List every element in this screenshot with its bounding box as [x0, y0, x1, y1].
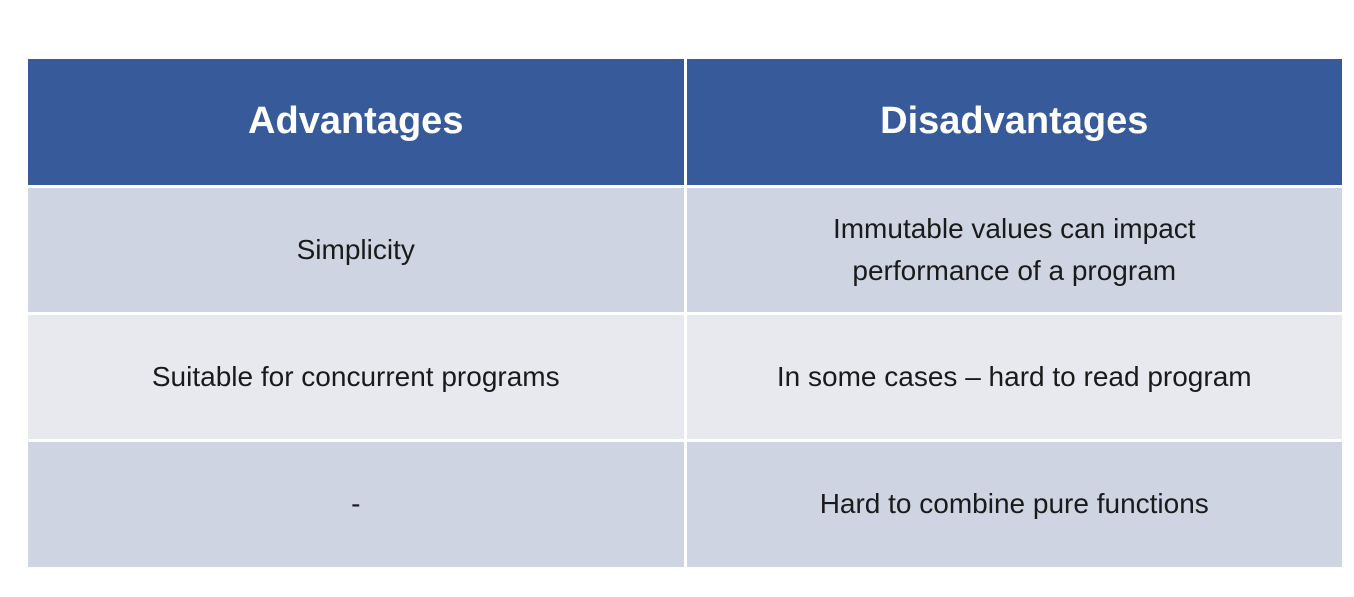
disadvantage-cell: In some cases – hard to read program [683, 311, 1342, 442]
advantage-cell: Suitable for concurrent programs [28, 311, 687, 442]
pros-cons-table: Advantages Disadvantages Simplicity Immu… [28, 59, 1342, 567]
disadvantages-header: Disadvantages [683, 59, 1342, 188]
advantages-header: Advantages [28, 59, 687, 188]
disadvantage-cell: Hard to combine pure functions [683, 438, 1342, 567]
table-header-row: Advantages Disadvantages [28, 59, 1342, 188]
disadvantage-cell: Immutable values can impact performance … [683, 184, 1342, 315]
table-row: Simplicity Immutable values can impact p… [28, 184, 1342, 315]
table-row: Suitable for concurrent programs In some… [28, 311, 1342, 442]
advantage-cell: - [28, 438, 687, 567]
advantage-cell: Simplicity [28, 184, 687, 315]
table-row: - Hard to combine pure functions [28, 438, 1342, 567]
